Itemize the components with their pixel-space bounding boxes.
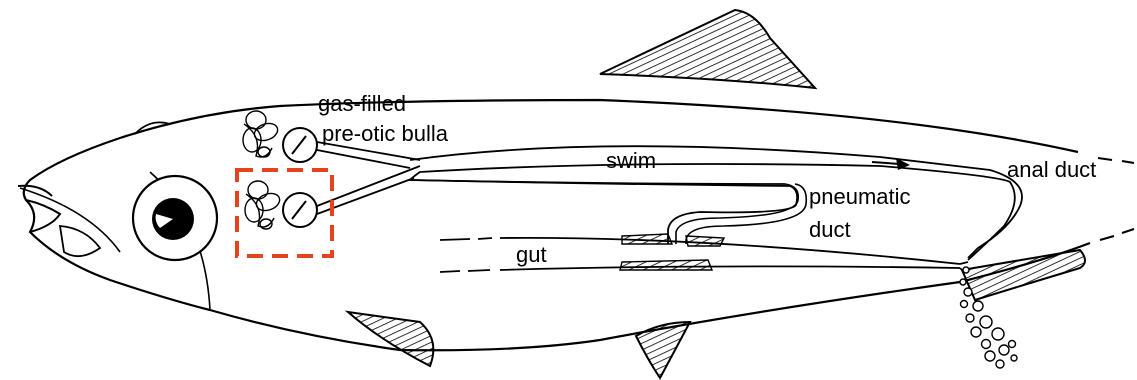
label-swim: swim [606, 149, 656, 173]
pneumatic-duct-tube [676, 184, 806, 244]
gut-hatch-upper [622, 234, 724, 246]
anal-fin [962, 250, 1085, 300]
dorsal-fin [600, 10, 815, 88]
label-pre-otic-bulla: pre-otic bulla [322, 122, 448, 146]
label-gas-filled: gas-filled [318, 92, 406, 116]
pectoral-fin [348, 312, 433, 366]
pre-otic-bulla-upper [283, 128, 317, 162]
pelvic-fin [636, 322, 690, 378]
tail-dash-lower [1100, 229, 1134, 240]
tail-dash-upper [1098, 158, 1134, 163]
inner-ear-labyrinth-lower [245, 181, 282, 229]
gut-hatch-lower [620, 260, 712, 270]
fish-maxilla [60, 226, 100, 256]
label-gut: gut [516, 243, 547, 267]
label-pneumatic: pneumatic [809, 185, 911, 209]
label-duct: duct [809, 218, 851, 242]
pre-otic-bulla-lower [283, 193, 317, 227]
eye [133, 176, 217, 260]
inner-ear-labyrinth-upper [243, 111, 280, 157]
label-anal-duct: anal duct [1007, 158, 1096, 182]
